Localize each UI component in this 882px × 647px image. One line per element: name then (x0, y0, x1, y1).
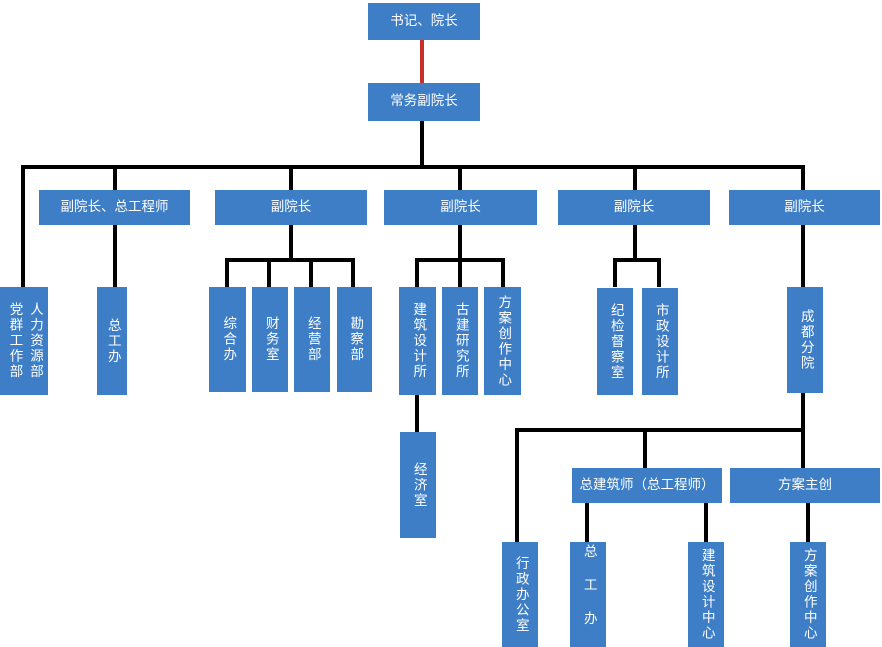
connector-drop-left-depts (21, 165, 25, 287)
node-arch-design-institute[interactable]: 建筑设计所 (399, 287, 436, 395)
node-chengdu-branch[interactable]: 成都分院 (787, 287, 823, 393)
connector-drop-branch-scheme-center (806, 503, 810, 542)
node-chief-engineer-office[interactable]: 总工办 (97, 287, 127, 395)
connector-president-execvp (420, 40, 424, 83)
connector-drop-arch-center (704, 503, 708, 542)
node-president[interactable]: 书记、院长 (368, 3, 480, 40)
node-president-label: 书记、院长 (390, 12, 458, 29)
node-party-mass-and-hr-dept[interactable]: 党群工作部 人力资源部 (0, 287, 48, 395)
node-exec-vp-label: 常务副院长 (390, 93, 458, 110)
node-arch-design-institute-label: 建筑设计所 (410, 302, 427, 380)
connector-drop-municipal-institute (657, 258, 661, 287)
node-discipline-inspection-office[interactable]: 纪检督察室 (597, 288, 633, 395)
node-branch-scheme-creation-center-label: 方案创作中心 (800, 548, 817, 641)
node-hr-dept-label: 人力资源部 (27, 302, 44, 380)
connector-drop-general-office (225, 258, 229, 287)
node-chief-architect[interactable]: 总建筑师（总工程师） (572, 468, 722, 503)
node-survey-dept[interactable]: 勘察部 (337, 287, 372, 392)
node-operation-dept[interactable]: 经营部 (294, 287, 330, 392)
node-discipline-inspection-office-label: 纪检督察室 (607, 302, 624, 381)
node-municipal-design-institute[interactable]: 市政设计所 (642, 288, 678, 395)
node-general-office-label: 综合办 (220, 316, 237, 363)
connector-drop-vp2 (458, 165, 462, 192)
node-branch-chief-engineer-office-label: 总工办 (580, 544, 597, 645)
connector-vp3-stem (633, 225, 637, 262)
connector-chengdu-stem (801, 393, 805, 432)
node-chief-architect-label: 总建筑师（总工程师） (579, 476, 715, 493)
node-scheme-creation-center-label: 方案创作中心 (495, 294, 512, 388)
node-vp-chief-engineer[interactable]: 副院长、总工程师 (39, 190, 190, 225)
node-survey-dept-label: 勘察部 (347, 316, 364, 363)
node-branch-scheme-creation-center[interactable]: 方案创作中心 (790, 542, 826, 647)
node-vp-2[interactable]: 副院长 (384, 190, 537, 225)
node-ancient-arch-institute-label: 古建研究所 (452, 302, 469, 380)
connector-drop-chief-architect (643, 428, 647, 468)
node-vp-chief-engineer-label: 副院长、总工程师 (60, 198, 169, 215)
node-scheme-lead-label: 方案主创 (778, 476, 832, 493)
connector-vp1-stem (289, 225, 293, 262)
connector-drop-vp4 (801, 165, 805, 287)
connector-archinst-economy (415, 395, 419, 432)
node-economy-office-label: 经济室 (410, 461, 427, 509)
connector-chengdu-horizontal (515, 428, 805, 432)
node-operation-dept-label: 经营部 (304, 316, 321, 363)
connector-drop-branch-chief-office (585, 503, 589, 542)
node-branch-chief-engineer-office[interactable]: 总工办 (570, 542, 606, 647)
node-economy-office[interactable]: 经济室 (400, 432, 436, 538)
node-vp-3[interactable]: 副院长 (558, 190, 710, 225)
node-arch-design-center-label: 建筑设计中心 (698, 548, 715, 641)
connector-execvp-stem (420, 121, 424, 169)
connector-drop-vpce (113, 165, 117, 287)
connector-drop-vp1 (289, 165, 293, 192)
node-vp-4[interactable]: 副院长 (729, 190, 880, 225)
connector-vp3-horizontal (613, 258, 661, 262)
connector-drop-vp3 (633, 165, 637, 192)
connector-drop-admin-office (515, 428, 519, 542)
node-admin-office-label: 行政办公室 (512, 555, 529, 634)
connector-drop-finance-office (267, 258, 271, 287)
node-exec-vp[interactable]: 常务副院长 (368, 83, 480, 121)
node-finance-office[interactable]: 财务室 (252, 287, 288, 392)
node-municipal-design-institute-label: 市政设计所 (652, 302, 669, 381)
connector-drop-scheme-center (501, 258, 505, 287)
connector-vp2-stem (458, 225, 462, 262)
connector-drop-operation-dept (309, 258, 313, 287)
node-vp-1-label: 副院长 (270, 198, 312, 215)
connector-drop-arch-institute (415, 258, 419, 287)
connector-main-horizontal (21, 165, 805, 169)
node-party-mass-dept-label: 党群工作部 (6, 302, 23, 380)
node-scheme-lead[interactable]: 方案主创 (730, 468, 880, 503)
node-arch-design-center[interactable]: 建筑设计中心 (688, 542, 724, 647)
connector-drop-discipline-office (613, 258, 617, 287)
connector-drop-survey-dept (351, 258, 355, 287)
node-scheme-creation-center[interactable]: 方案创作中心 (484, 287, 521, 395)
node-admin-office[interactable]: 行政办公室 (502, 542, 538, 647)
node-vp-4-label: 副院长 (784, 198, 825, 215)
connector-vp1-horizontal (225, 258, 355, 262)
node-vp-1[interactable]: 副院长 (215, 190, 367, 225)
node-general-office[interactable]: 综合办 (209, 287, 246, 392)
node-chengdu-branch-label: 成都分院 (797, 309, 814, 371)
node-chief-engineer-office-label: 总工办 (104, 317, 121, 365)
connector-drop-scheme-lead (801, 428, 805, 468)
node-vp-3-label: 副院长 (613, 198, 655, 215)
node-vp-2-label: 副院长 (440, 198, 481, 215)
connector-drop-ancient-institute (458, 258, 462, 287)
node-ancient-arch-institute[interactable]: 古建研究所 (442, 287, 478, 395)
node-finance-office-label: 财务室 (262, 316, 279, 363)
